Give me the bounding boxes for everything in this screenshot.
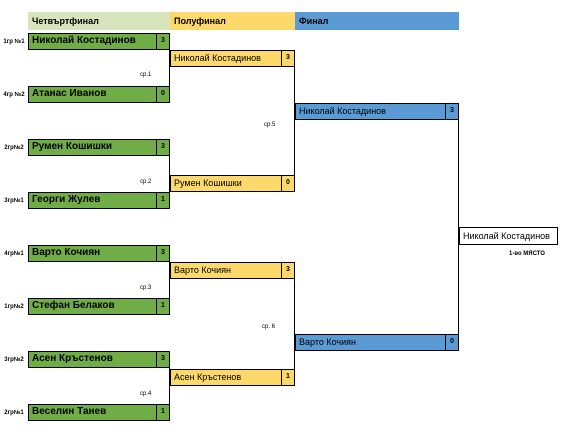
player-name: Варто Кочиян (174, 265, 231, 275)
player-score: 0 (445, 335, 458, 350)
player-name: Варто Кочиян (32, 247, 101, 258)
player-score: 1 (156, 299, 169, 314)
quarterfinal-player: Георги Жулев 1 (28, 192, 170, 209)
player-name: Веселин Танев (32, 406, 107, 417)
match-label: ср.1 (140, 72, 152, 78)
player-score: 3 (156, 246, 169, 261)
player-score: 3 (156, 140, 169, 155)
seed-label: 2гр№2 (4, 145, 24, 151)
bracket-line (169, 351, 170, 421)
match-label: ср. 6 (262, 324, 276, 330)
seed-label: 1гр №1 (3, 39, 25, 45)
player-name: Стефан Белаков (32, 300, 115, 311)
semifinal-player: Варто Кочиян 3 (170, 262, 295, 279)
winner-name: Николай Костадинов (463, 231, 550, 241)
player-score: 1 (156, 193, 169, 208)
seed-label: 1гр№2 (4, 304, 24, 310)
place-label: 1-во МЯСТО (509, 251, 545, 257)
quarterfinal-player: Стефан Белаков 1 (28, 298, 170, 315)
final-header: Финал (295, 12, 459, 30)
player-score: 0 (281, 176, 294, 191)
player-name: Николай Костадинов (174, 53, 261, 63)
player-score: 3 (156, 34, 169, 49)
player-score: 3 (281, 263, 294, 278)
bracket-line (169, 33, 170, 103)
player-name: Румен Кошишки (32, 141, 113, 152)
quarterfinal-player: Веселин Танев 1 (28, 404, 170, 421)
quarterfinal-player: Асен Кръстенов 3 (28, 351, 170, 368)
match-label: ср.3 (140, 285, 152, 291)
match-label: ср.2 (140, 179, 152, 185)
player-name: Асен Кръстенов (174, 372, 242, 382)
semifinal-player: Асен Кръстенов 1 (170, 369, 295, 386)
match-label: ср.4 (140, 391, 152, 397)
player-name: Румен Кошишки (174, 178, 242, 188)
winner-box: Николай Костадинов (459, 227, 558, 245)
seed-label: 4гр №2 (3, 92, 25, 98)
player-score: 3 (281, 51, 294, 66)
player-name: Николай Костадинов (299, 106, 386, 116)
quarterfinal-player: Атанас Иванов 0 (28, 86, 170, 103)
seed-label: 4гр№1 (4, 251, 24, 257)
player-name: Асен Кръстенов (32, 353, 113, 364)
player-score: 3 (445, 104, 458, 119)
final-player: Николай Костадинов 3 (295, 103, 459, 120)
quarterfinal-player: Варто Кочиян 3 (28, 245, 170, 262)
quarterfinal-player: Николай Костадинов 3 (28, 33, 170, 50)
semifinal-player: Румен Кошишки 0 (170, 175, 295, 192)
player-score: 1 (281, 370, 294, 385)
bracket-line (458, 103, 459, 351)
player-score: 3 (156, 352, 169, 367)
player-name: Георги Жулев (32, 194, 101, 205)
quarterfinal-header: Четвъртфинал (28, 12, 170, 30)
match-label: ср.5 (264, 122, 276, 128)
semifinal-header: Полуфинал (170, 12, 295, 30)
player-name: Варто Кочиян (299, 337, 356, 347)
seed-label: 2гр№1 (4, 410, 24, 416)
seed-label: 3гр№2 (4, 357, 24, 363)
bracket-line (294, 50, 295, 192)
semifinal-player: Николай Костадинов 3 (170, 50, 295, 67)
player-name: Николай Костадинов (32, 35, 136, 46)
bracket-line (294, 262, 295, 386)
quarterfinal-player: Румен Кошишки 3 (28, 139, 170, 156)
player-score: 0 (156, 87, 169, 102)
seed-label: 3гр№1 (4, 198, 24, 204)
player-name: Атанас Иванов (32, 88, 107, 99)
final-player: Варто Кочиян 0 (295, 334, 459, 351)
bracket-line (169, 139, 170, 209)
bracket-line (169, 245, 170, 315)
player-score: 1 (156, 405, 169, 420)
